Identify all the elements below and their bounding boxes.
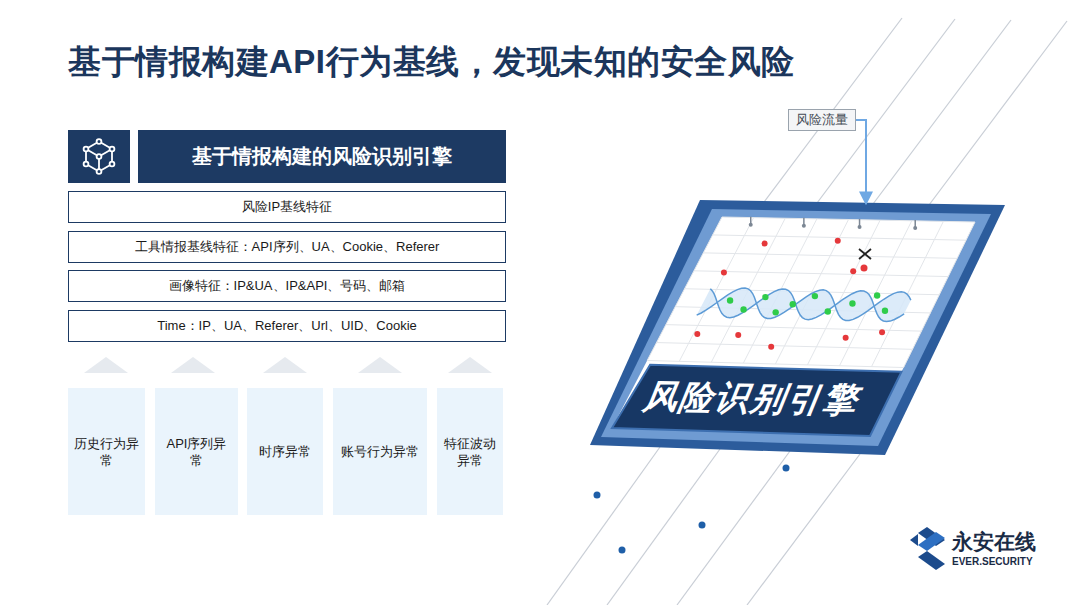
node-text: 时序异常	[259, 443, 311, 460]
logo-symbol	[910, 527, 945, 570]
node-text: 风险流量	[796, 111, 848, 129]
heading-text: 基于情报构建的风险识别引擎	[192, 143, 452, 170]
up-arrow-triangles	[84, 357, 492, 373]
node-text: 历史行为异常	[74, 435, 139, 469]
node-text: Time：IP、UA、Referer、Url、UID、Cookie	[157, 317, 417, 335]
cell-box: API序列异常	[155, 388, 238, 515]
traffic-dots	[594, 465, 790, 554]
node-text: 特征波动异常	[443, 435, 497, 469]
node-text: API序列异常	[161, 435, 232, 469]
node-text: 风险识别引擎	[632, 372, 869, 426]
cube-icon	[84, 139, 115, 174]
row-box: 工具情报基线特征：API序列、UA、Cookie、Referer	[68, 231, 506, 263]
cell-box: 历史行为异常	[68, 388, 145, 515]
cross-mark	[859, 249, 871, 259]
logo-text: 永安在线	[952, 528, 1036, 556]
traffic-lines	[547, 18, 1067, 605]
title: 基于情报构建API行为基线，发现未知的安全风险	[68, 40, 795, 85]
tag-box: 风险流量	[788, 109, 856, 131]
node-text: 账号行为异常	[341, 443, 419, 460]
row-box: Time：IP、UA、Referer、Url、UID、Cookie	[68, 310, 506, 342]
header-box: 基于情报构建的风险识别引擎	[68, 130, 506, 183]
cell-box: 账号行为异常	[333, 388, 427, 515]
node-text: 风险IP基线特征	[242, 198, 332, 216]
row-box: 画像特征：IP&UA、IP&API、号码、邮箱	[68, 270, 506, 302]
row-box: 风险IP基线特征	[68, 191, 506, 223]
node-text: 画像特征：IP&UA、IP&API、号码、邮箱	[169, 277, 406, 295]
engine-box: 风险识别引擎	[588, 198, 1008, 458]
cell-box: 特征波动异常	[437, 388, 503, 515]
engine-plane	[588, 198, 1008, 458]
cell-box: 时序异常	[247, 388, 323, 515]
node-text: 工具情报基线特征：API序列、UA、Cookie、Referer	[135, 238, 440, 256]
flow-arrow	[856, 120, 866, 204]
logo-text: EVER.SECURITY	[952, 556, 1033, 567]
